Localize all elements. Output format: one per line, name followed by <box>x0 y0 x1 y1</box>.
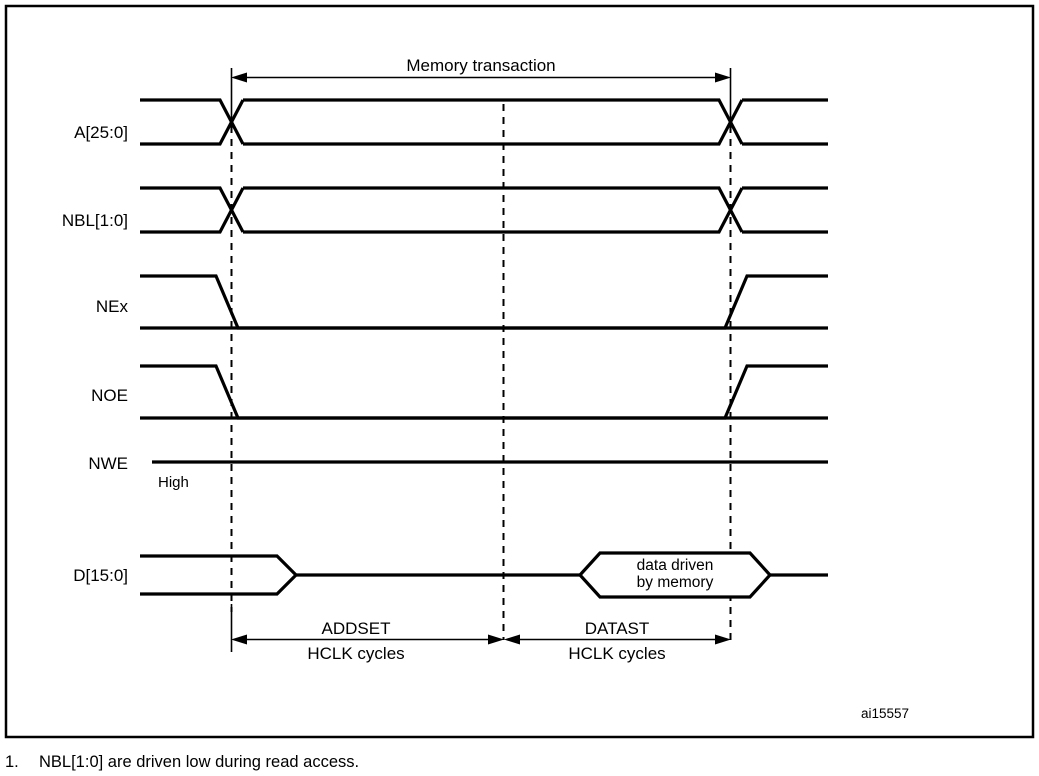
waveform-a25-0-upper <box>140 98 828 145</box>
transaction-arrow-left-head <box>231 72 247 83</box>
signal-row-nbl1-0: NBL[1:0] <box>62 186 828 234</box>
waveform-noe-falling <box>140 364 828 420</box>
footnote-text: NBL[1:0] are driven low during read acce… <box>39 753 360 771</box>
signal-row-a25-0: A[25:0] <box>74 98 828 146</box>
signal-label-nex: NEx <box>96 297 129 316</box>
signal-label-d15-0: D[15:0] <box>73 566 128 585</box>
datast-arrow-left-head <box>504 634 520 645</box>
addset-label: ADDSET <box>322 619 391 638</box>
signal-row-nwe: NWE High <box>88 454 828 491</box>
datast-units-label: HCLK cycles <box>568 644 665 663</box>
signal-row-d15-0: D[15:0] data driven by memory <box>73 551 828 599</box>
addset-arrow-left-head <box>231 634 247 645</box>
signal-row-noe: NOE <box>91 364 828 420</box>
waveform-a25-0-lower <box>140 99 828 146</box>
figure-id-label: ai15557 <box>861 706 909 721</box>
waveform-nex-falling <box>140 274 828 330</box>
waveform-nex-rising <box>140 274 828 330</box>
addset-dimension: ADDSET HCLK cycles <box>230 604 504 663</box>
data-box-line1: data driven <box>637 557 714 574</box>
waveform-nbl1-0-lower <box>140 187 828 234</box>
addset-arrow-right-head <box>488 634 504 645</box>
addset-units-label: HCLK cycles <box>307 644 404 663</box>
transaction-arrow-right-head <box>715 72 731 83</box>
waveform-noe-rising <box>140 364 828 420</box>
signal-label-nbl1-0: NBL[1:0] <box>62 211 128 230</box>
footnote-number: 1. <box>5 753 19 771</box>
signal-row-nex: NEx <box>96 274 828 330</box>
memory-transaction-label: Memory transaction <box>406 56 555 75</box>
datast-arrow-right-head <box>715 634 731 645</box>
figure-footnote: 1. NBL[1:0] are driven low during read ac… <box>5 752 1025 772</box>
memory-transaction-dimension: Memory transaction <box>230 56 732 126</box>
waveform-d15-0-left-bus <box>140 554 299 596</box>
signal-label-a25-0: A[25:0] <box>74 123 128 142</box>
data-box-line2: by memory <box>637 574 714 591</box>
datast-dimension: DATAST HCLK cycles <box>504 619 731 663</box>
timing-diagram-canvas: Memory transaction A[25:0] NBL[1:0] NEx <box>4 4 1035 739</box>
nwe-level-note: High <box>158 474 189 491</box>
waveform-nbl1-0-upper <box>140 186 828 233</box>
datast-label: DATAST <box>585 619 650 638</box>
figure-frame <box>4 4 1035 739</box>
signal-label-noe: NOE <box>91 386 128 405</box>
signal-label-nwe: NWE <box>88 454 128 473</box>
